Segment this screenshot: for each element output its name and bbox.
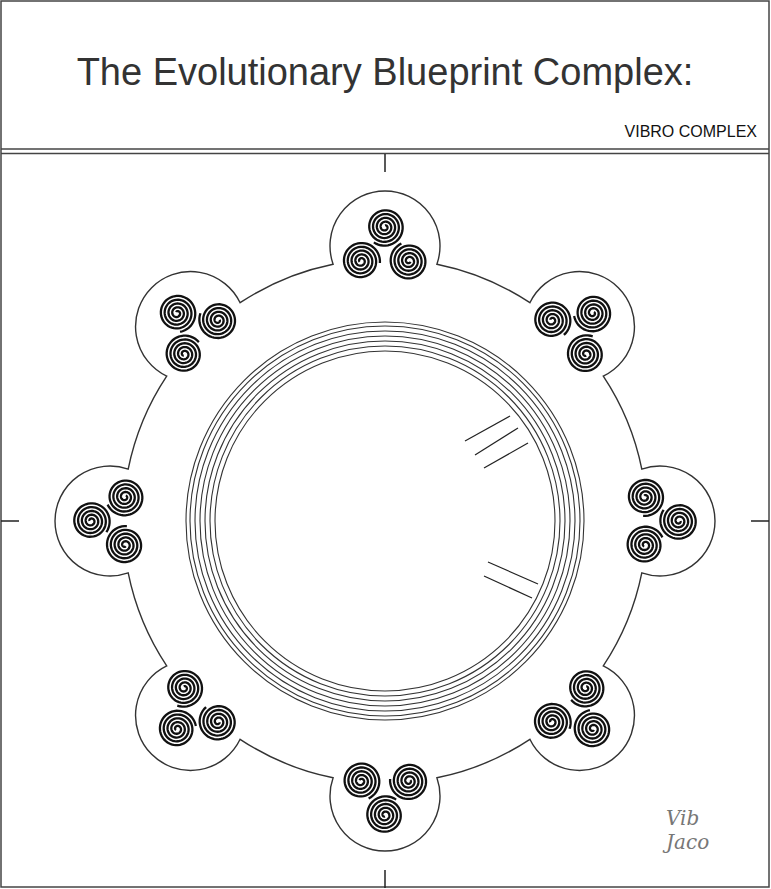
tick-mark	[384, 870, 386, 888]
spiral	[200, 706, 235, 739]
inner-tick	[484, 576, 532, 598]
ring	[210, 346, 560, 696]
spiral	[367, 796, 400, 831]
ring	[215, 351, 555, 691]
ring	[186, 322, 584, 720]
spiral	[568, 335, 602, 371]
ring	[190, 326, 580, 716]
inner-ticks	[465, 416, 538, 598]
spiral	[160, 711, 196, 745]
tick-mark	[751, 520, 769, 522]
spiral	[535, 303, 570, 336]
spiral	[369, 210, 402, 245]
ring	[200, 336, 570, 706]
flower-outline	[55, 191, 715, 851]
subtitle-label: VIBRO COMPLEX	[625, 123, 757, 141]
spiral	[574, 297, 610, 331]
spiral	[108, 481, 143, 516]
spiral	[167, 336, 200, 371]
flower-outline-group	[55, 191, 715, 851]
inner-tick	[484, 443, 528, 468]
spiral	[391, 244, 426, 279]
spiral	[74, 503, 109, 536]
spiral	[628, 527, 663, 562]
spiral	[199, 304, 235, 338]
spiral	[161, 296, 195, 332]
spiral	[660, 505, 695, 538]
spiral	[345, 764, 380, 799]
spiral	[570, 671, 603, 706]
spiral	[535, 704, 571, 738]
spiral-group	[74, 210, 695, 831]
ring-group	[186, 322, 584, 720]
spiral	[390, 765, 426, 799]
header-rule	[1, 148, 769, 150]
inner-tick	[475, 428, 518, 455]
spiral	[107, 526, 141, 562]
spiral	[344, 243, 380, 277]
spiral	[575, 710, 609, 746]
title-text: The Evolutionary Blueprint Complex:	[77, 51, 694, 94]
tick-mark	[1, 520, 19, 522]
signature: Vib Jaco	[666, 806, 714, 854]
ring	[195, 331, 575, 711]
spiral	[168, 671, 202, 707]
tick-mark	[384, 154, 386, 172]
spiral	[629, 480, 663, 516]
ring	[205, 341, 565, 701]
